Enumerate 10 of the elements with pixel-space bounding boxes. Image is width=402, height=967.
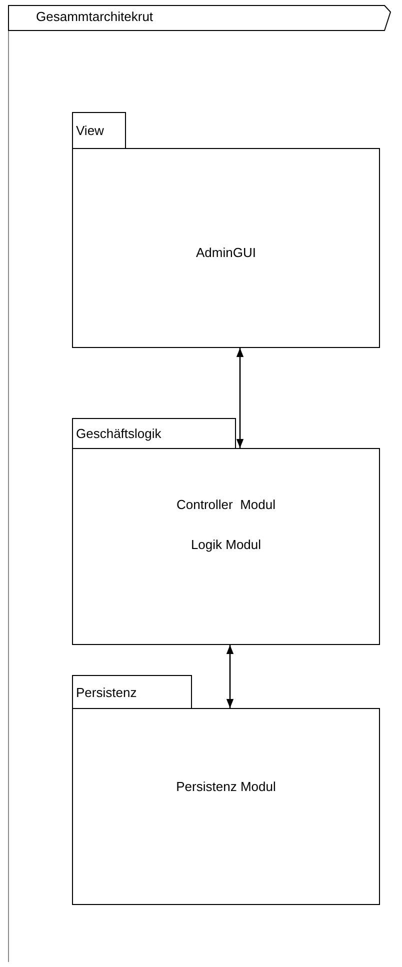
package-tab: View — [72, 112, 126, 149]
module-label: Logik Modul — [190, 537, 262, 552]
module-label: AdminGUI — [195, 245, 257, 260]
package-tab: Persistenz — [72, 675, 192, 709]
module-label: Controller Modul — [176, 497, 276, 512]
arrow — [226, 645, 234, 708]
package-tab: Geschäftslogik — [72, 418, 236, 449]
arrow — [236, 348, 244, 448]
frame-title: Gesammtarchitekrut — [36, 9, 154, 24]
module-label: Persistenz Modul — [175, 779, 277, 794]
